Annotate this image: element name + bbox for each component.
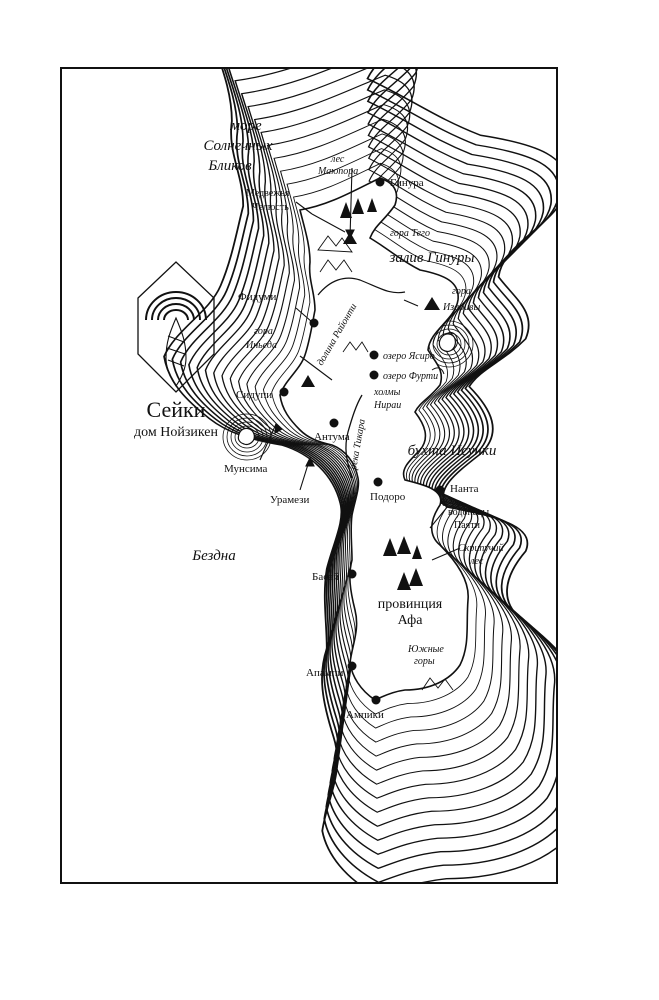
lake-yasiro-label: озеро Ясиро [383, 351, 435, 362]
islet-east [438, 333, 456, 352]
rainbow-icon [145, 291, 207, 321]
depth-contour-line [254, 133, 495, 743]
jaw-label-line2: Челюсть [252, 202, 289, 213]
settlement-dots [279, 177, 445, 705]
forest-mayopora-line1: лес [330, 154, 345, 165]
depth-contour-line [271, 162, 478, 715]
depth-contour-line [196, 69, 556, 841]
tree-icons [340, 198, 423, 590]
town-apampi: Апампи [306, 667, 344, 679]
sea-label-line2: Солнечных [203, 138, 272, 154]
depth-contour-line [188, 69, 556, 855]
islet-contour-line [432, 328, 466, 360]
jaw-label-line1: Медвежья [246, 188, 290, 199]
abyss-label: Бездна [191, 548, 236, 564]
island-coastline [279, 177, 469, 701]
town-ginura: Гинура [390, 177, 424, 189]
falls-line1: водопады [448, 507, 489, 518]
town-podoro: Подоро [370, 491, 406, 503]
depth-contour-line [221, 74, 530, 799]
inland-boundary [317, 277, 406, 296]
bay-isunki-label: бухта Исунки [408, 443, 497, 459]
town-uramezi: Урамези [270, 494, 310, 506]
bay-ginura-label: залив Гинуры [389, 250, 475, 266]
koi-fish-icon [165, 316, 187, 387]
province-line1: провинция [378, 597, 443, 612]
town-basai: Басай [312, 571, 339, 583]
depth-contour-line [163, 69, 556, 882]
town-munsima: Мунсима [224, 463, 268, 475]
province-line2: Афа [398, 613, 424, 628]
emblem-title: Сейки [147, 397, 206, 422]
depth-contour-line [246, 118, 504, 757]
hills-line2: Нираи [373, 400, 401, 411]
depth-contours [163, 69, 556, 882]
mt-izarivi-line2: Изаривы [442, 302, 480, 313]
river [345, 394, 363, 479]
mt-ieda-line1: гора [254, 326, 273, 337]
emblem-shield [137, 261, 215, 393]
forest-mayopora-line2: Маюпора [317, 166, 358, 177]
mountains [317, 235, 454, 691]
islet-contour-line [226, 417, 268, 457]
lake-furti-label: озеро Фурти [383, 371, 438, 382]
depth-contour-line [213, 69, 539, 813]
islet-munsima [237, 427, 255, 446]
depth-contour-line [204, 69, 547, 827]
depth-contour-line [262, 148, 486, 729]
south-mts-line2: горы [414, 656, 435, 667]
town-sidupi: Сидупи [236, 389, 272, 401]
hills-line1: холмы [373, 387, 401, 398]
depth-contour-line [171, 69, 556, 882]
depth-contour-line [179, 69, 556, 870]
map-frame [60, 67, 558, 884]
islet-contour-line [234, 425, 260, 449]
south-mts-line1: Южные [407, 644, 444, 655]
sea-label-line1: море [229, 118, 262, 134]
mt-tego-label: гора Тего [390, 228, 430, 239]
mt-izarivi-line1: гора [452, 286, 471, 297]
creaky-forest-line1: Скрипучий [458, 543, 504, 554]
creaky-forest-line2: лес [469, 556, 484, 567]
mt-ieda-line2: Иньеда [245, 340, 277, 351]
house-emblem: Сейки дом Нойзикен [134, 261, 219, 440]
town-antuma: Антума [314, 431, 350, 443]
islet-contours [222, 320, 474, 461]
emblem-subtitle: дом Нойзикен [134, 425, 219, 440]
sea-label-line3: Бликов [207, 158, 252, 174]
depth-contour-line [229, 89, 521, 785]
islet-contour-line [222, 413, 272, 461]
depth-contour-line [238, 104, 512, 771]
falls-line2: Паяти [454, 520, 481, 531]
town-nanta: Нанта [450, 483, 479, 495]
town-fidumi: Фидуми [238, 291, 276, 303]
town-ampiki: Ампики [346, 709, 384, 721]
label-arrows [259, 167, 461, 561]
islet-contour-line [230, 421, 264, 453]
